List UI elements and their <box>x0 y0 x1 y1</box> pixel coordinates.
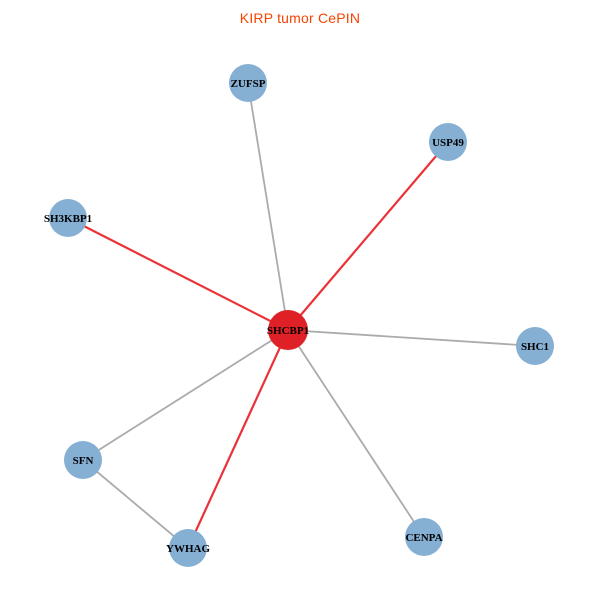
node-CENPA[interactable] <box>405 518 443 556</box>
node-label-SHCBP1: SHCBP1 <box>267 325 309 337</box>
edge-SHCBP1-SH3KBP1 <box>67 217 289 331</box>
edge-SHCBP1-SFN <box>82 329 289 461</box>
node-label-YWHAG: YWHAG <box>166 543 210 555</box>
edge-SHCBP1-USP49 <box>287 141 449 331</box>
node-ZUFSP[interactable] <box>229 64 267 102</box>
edge-SHCBP1-SHC1 <box>287 329 536 347</box>
node-label-CENPA: CENPA <box>405 532 442 544</box>
node-label-SH3KBP1: SH3KBP1 <box>44 213 92 225</box>
node-SHCBP1[interactable] <box>268 310 308 350</box>
node-SHC1[interactable] <box>516 327 554 365</box>
edge-SHCBP1-CENPA <box>287 329 425 538</box>
node-label-ZUFSP: ZUFSP <box>231 78 266 90</box>
node-SH3KBP1[interactable] <box>49 199 87 237</box>
node-SFN[interactable] <box>64 441 102 479</box>
node-label-SHC1: SHC1 <box>521 341 549 353</box>
edge-SHCBP1-ZUFSP <box>247 82 289 331</box>
edge-SHCBP1-YWHAG <box>187 329 289 549</box>
figure-title: KIRP tumor CePIN <box>239 10 361 26</box>
node-label-USP49: USP49 <box>432 137 464 149</box>
node-USP49[interactable] <box>429 123 467 161</box>
node-label-SFN: SFN <box>73 455 94 467</box>
edge-SFN-YWHAG <box>82 459 189 549</box>
node-YWHAG[interactable] <box>169 529 207 567</box>
